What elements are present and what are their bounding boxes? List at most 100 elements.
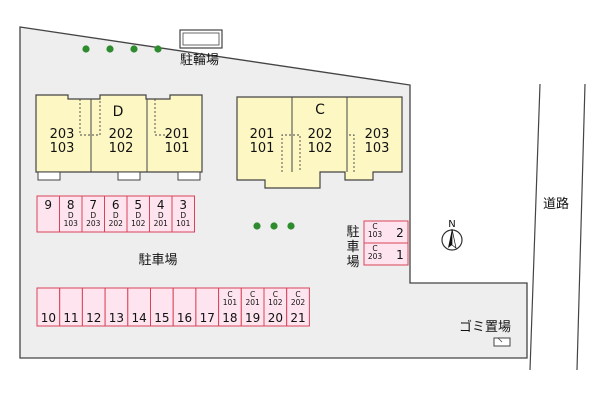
parking-space-number: 5 <box>134 198 142 212</box>
parking-space-number: 2 <box>396 226 404 240</box>
bicycle-parking-inner <box>182 32 220 46</box>
parking-space-assignment: 202 <box>291 298 306 307</box>
parking-space-assignment: 201 <box>154 219 169 228</box>
parking-space-number: 8 <box>67 198 75 212</box>
parking-space-number: 21 <box>290 311 305 325</box>
parking-space-assignment: D <box>180 211 186 220</box>
parking-space-assignment: 103 <box>368 230 383 239</box>
parking-space-number: 18 <box>222 311 237 325</box>
parking-space-number: 4 <box>157 198 165 212</box>
unit-number: 103 <box>365 141 390 156</box>
tree <box>287 222 295 230</box>
parking-space-box <box>286 287 310 327</box>
parking-space-number: 1 <box>396 248 404 262</box>
building-d-outline <box>35 94 203 173</box>
parking-space-number: 9 <box>44 198 52 212</box>
parking-space-number: 16 <box>177 311 192 325</box>
unit-number: 101 <box>165 141 190 156</box>
tree <box>270 222 278 230</box>
tree <box>154 45 162 53</box>
parking-space: 12 <box>81 287 106 327</box>
parking-space-assignment: D <box>135 211 141 220</box>
unit-number: 203 <box>365 127 390 142</box>
parking-space: 16 <box>172 287 197 327</box>
road-edge-left <box>529 83 541 371</box>
parking-space-number: 6 <box>112 198 120 212</box>
unit-number: 202 <box>308 127 333 142</box>
parking-space-number: 10 <box>41 311 56 325</box>
unit-number: 201 <box>250 127 275 142</box>
parking-space-assignment: C <box>250 290 255 299</box>
parking-space-assignment: C <box>227 290 232 299</box>
parking-space-assignment: C <box>372 244 377 253</box>
building-name: D <box>113 104 124 120</box>
garbage-label: ゴミ置場 <box>459 319 511 335</box>
parking-space-number: 19 <box>245 311 260 325</box>
unit-number: 202 <box>109 127 134 142</box>
parking-space-assignment: 202 <box>109 219 124 228</box>
road-edge-right <box>576 83 586 371</box>
unit-number: 102 <box>308 141 333 156</box>
unit-number: 103 <box>50 141 75 156</box>
parking-label: 駐車場 <box>138 253 177 268</box>
parking-space-assignment: 102 <box>131 219 146 228</box>
parking-space-number: 12 <box>86 311 101 325</box>
parking-space-number: 3 <box>179 198 187 212</box>
parking-space-number: 13 <box>109 311 124 325</box>
unit-number: 201 <box>165 127 190 142</box>
unit-number: 203 <box>50 127 75 142</box>
parking-space: 10 <box>36 287 61 327</box>
parking-space-assignment: C <box>273 290 278 299</box>
tree <box>130 45 138 53</box>
tree <box>82 45 90 53</box>
tree <box>253 222 261 230</box>
parking-space-assignment: 101 <box>223 298 238 307</box>
parking-space-assignment: 203 <box>86 219 101 228</box>
parking-space-number: 7 <box>89 198 97 212</box>
north-arrow: N <box>441 219 463 251</box>
parking-space: 14 <box>127 287 152 327</box>
parking-space-box <box>363 242 409 266</box>
parking-space-assignment: C <box>295 290 300 299</box>
parking-space-assignment: 102 <box>268 298 283 307</box>
parking-space: 17 <box>195 287 220 327</box>
parking-space-number: 11 <box>63 311 78 325</box>
building-name: C <box>315 102 325 118</box>
building-d: D 203 103 202 102 201 101 <box>35 94 203 181</box>
parking-space: 13 <box>104 287 129 327</box>
building-c-outline <box>236 96 403 189</box>
unit-number: 102 <box>109 141 134 156</box>
north-label: N <box>448 219 455 230</box>
building-c: C 201 101 202 102 203 103 <box>236 96 403 189</box>
parking-space-assignment: 103 <box>64 219 79 228</box>
parking-space-assignment: 203 <box>368 252 383 261</box>
bicycle-parking-box <box>179 29 223 49</box>
parking-space-assignment: D <box>68 211 74 220</box>
parking-space: 9 <box>36 195 60 233</box>
parking-space-assignment: 201 <box>245 298 260 307</box>
parking-space-number: 15 <box>154 311 169 325</box>
unit-number: 101 <box>250 141 275 156</box>
bicycle-parking-label: 駐輪場 <box>180 52 219 68</box>
tree <box>106 45 114 53</box>
parking-space-assignment: C <box>372 222 377 231</box>
parking-space: 11 <box>59 287 83 327</box>
parking-space-assignment: D <box>90 211 96 220</box>
parking-space-assignment: 101 <box>176 219 191 228</box>
